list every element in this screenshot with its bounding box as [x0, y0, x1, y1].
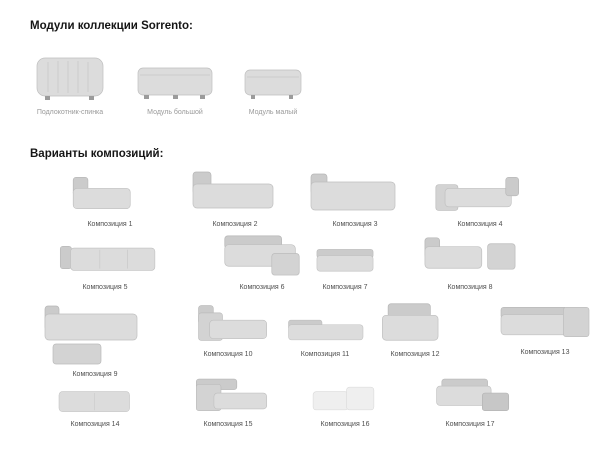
composition-item: Композиция 3	[295, 166, 415, 228]
composition-caption: Композиция 3	[332, 221, 378, 228]
composition-caption: Композиция 7	[322, 284, 368, 291]
composition-item: Композиция 2	[175, 166, 295, 228]
modules-heading: Модули коллекции Sorrento:	[30, 20, 193, 32]
sofa-illustration	[288, 319, 364, 341]
sofa-illustration	[316, 249, 374, 272]
composition-caption: Композиция 16	[320, 421, 370, 428]
variants-heading: Варианты композиций:	[30, 148, 164, 160]
composition-caption: Композиция 12	[390, 351, 440, 358]
composition-caption: Композиция 15	[203, 421, 253, 428]
sofa-illustration	[436, 378, 510, 412]
module-caption: Модуль большой	[147, 109, 203, 116]
sofa-illustration	[310, 173, 396, 211]
composition-item: Композиция 12	[355, 298, 475, 358]
sofa-illustration	[424, 237, 516, 270]
sofa-illustration	[435, 177, 519, 211]
composition-caption: Композиция 8	[447, 284, 493, 291]
composition-caption: Композиция 14	[70, 421, 120, 428]
composition-caption: Композиция 11	[300, 351, 350, 358]
sofa-illustration	[382, 303, 439, 341]
composition-caption: Композиция 9	[72, 371, 118, 378]
composition-item: Композиция 8	[410, 230, 530, 291]
composition-item: Композиция 6	[202, 230, 322, 291]
composition-item: Композиция 15	[168, 372, 288, 428]
composition-item: Композиция 5	[45, 236, 165, 291]
sofa-illustration	[72, 177, 131, 209]
composition-caption: Композиция 13	[520, 349, 570, 356]
composition-caption: Композиция 5	[82, 284, 128, 291]
composition-item: Композиция 14	[35, 380, 155, 428]
module-caption: Подлокотник-спинка	[36, 109, 104, 116]
composition-item: Композиция 13	[490, 296, 600, 356]
composition-item: Композиция 1	[50, 170, 170, 228]
composition-item: Композиция 10	[168, 300, 288, 358]
composition-caption: Композиция 1	[87, 221, 133, 228]
sofa-illustration	[500, 307, 590, 337]
composition-item: Композиция 16	[285, 378, 405, 428]
sofa-illustration	[59, 246, 156, 271]
module-item: Модуль большой	[124, 54, 226, 116]
armrest-back-module-illustration	[22, 54, 118, 104]
small-module-illustration	[228, 54, 318, 104]
composition-item: Композиция 11	[265, 308, 385, 358]
sofa-illustration	[196, 378, 268, 412]
module-item: Модуль малый	[228, 54, 318, 116]
module-item: Подлокотник-спинка	[22, 54, 118, 116]
sofa-illustration	[312, 386, 375, 411]
composition-item: Композиция 7	[285, 240, 405, 291]
composition-item: Композиция 17	[410, 372, 530, 428]
module-caption: Модуль малый	[248, 109, 298, 116]
composition-caption: Композиция 10	[203, 351, 253, 358]
large-module-illustration	[124, 54, 226, 104]
sofa-illustration	[192, 171, 274, 209]
sofa-illustration	[198, 305, 267, 341]
composition-caption: Композиция 4	[457, 221, 503, 228]
sofa-illustration	[58, 391, 130, 412]
composition-item: Композиция 9	[35, 300, 155, 378]
composition-caption: Композиция 17	[445, 421, 495, 428]
composition-caption: Композиция 2	[212, 221, 258, 228]
composition-caption: Композиция 6	[239, 284, 285, 291]
sofa-illustration	[224, 235, 300, 276]
composition-item: Композиция 4	[420, 170, 540, 228]
sofa-illustration	[44, 305, 138, 365]
